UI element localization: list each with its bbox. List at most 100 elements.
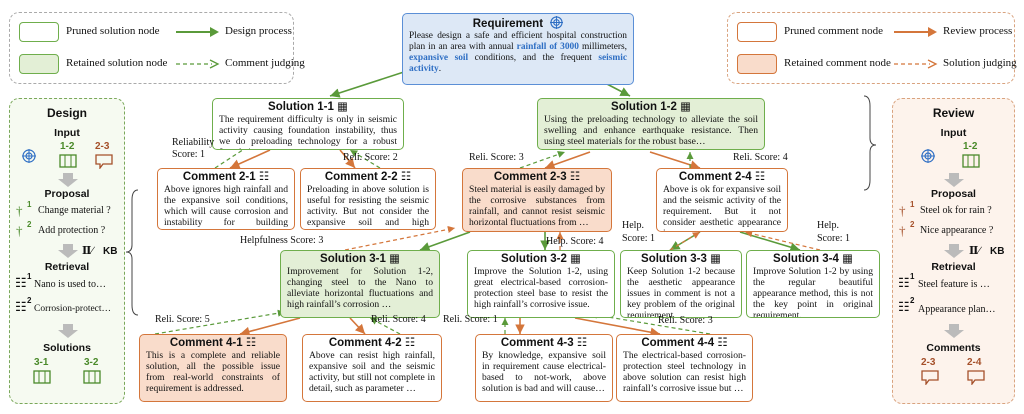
legend-pruned-solution-swatch <box>19 22 59 42</box>
comment-text: Above is ok for expansive soil and the s… <box>663 184 781 231</box>
review-proposal-1: Steel ok for rain ? <box>920 205 992 216</box>
judge-c22-s11 <box>349 149 381 169</box>
edge-c23-s31 <box>419 231 471 252</box>
highlight-seismic: seismic activity <box>409 53 627 74</box>
comment-icon: ☷ <box>400 171 412 183</box>
books-icon: Ⅱ∕ <box>969 245 981 257</box>
review-proposal-num-1: 1 <box>910 200 915 209</box>
edge-s11-c21 <box>229 149 271 169</box>
legend-retained-solution-swatch <box>19 54 59 74</box>
comment-title: Comment 2-2 <box>324 171 398 183</box>
design-retrieval-label: Retrieval <box>44 261 90 273</box>
solution-title: Solution 1-2 <box>611 101 677 113</box>
solution-text: Improve Solution 1-2 by using the regula… <box>753 266 873 318</box>
down-arrow-icon <box>58 244 78 258</box>
review-retrieval-1: Steel feature is … <box>918 279 990 290</box>
score-label: Reli. Score: 4 <box>371 314 426 325</box>
comment-node-2-1: Comment 2-1 ☷ Above ignores high rainfal… <box>157 168 295 230</box>
solution-title: Solution 3-3 <box>641 253 707 265</box>
map-icon <box>33 370 51 384</box>
down-arrow-icon <box>944 173 964 187</box>
design-kb-label: KB <box>103 246 118 257</box>
comment-node-2-3: Comment 2-3 ☷ Steel material is easily d… <box>462 168 612 232</box>
down-arrow-icon <box>944 324 964 338</box>
score-label: Reli. Score: 3 <box>469 152 524 163</box>
score-label: Help. Score: 4 <box>546 236 604 247</box>
comment-title: Comment 4-1 <box>169 337 243 349</box>
solution-title: Solution 3-2 <box>501 253 567 265</box>
down-arrow-icon <box>58 324 78 338</box>
target-icon <box>921 149 935 163</box>
review-output-label-1: 2-3 <box>921 357 936 368</box>
comment-text: Steel material is easily damaged by the … <box>469 184 605 229</box>
map-icon: ▦ <box>570 253 581 265</box>
review-retrieval-2: Appearance plan… <box>918 304 996 315</box>
comment-node-2-2: Comment 2-2 ☷ Preloading in above soluti… <box>300 168 436 230</box>
design-retrieval-num-2: 2 <box>27 296 32 305</box>
legend-solution-judging-arrow-icon <box>894 59 938 69</box>
requirement-title: Requirement <box>472 18 544 30</box>
sjudge-s31-c23 <box>344 225 456 251</box>
edge-s12-c24 <box>649 151 701 170</box>
review-retrieval-num-2: 2 <box>910 296 915 305</box>
comment-icon: ☷ <box>404 337 416 349</box>
comment-title: Comment 2-3 <box>493 171 567 183</box>
design-input-solution-label: 1-2 <box>60 141 75 152</box>
solution-title: Solution 3-4 <box>773 253 839 265</box>
solution-text: Improve the Solution 1-2, using great el… <box>474 266 608 311</box>
solution-title: Solution 1-1 <box>268 101 334 113</box>
down-arrow-icon <box>58 173 78 187</box>
score-label: Reliability <box>172 137 215 148</box>
comment-text: Above can resist high rainfall, expansiv… <box>309 350 435 395</box>
edge-s12-c23 <box>544 151 591 170</box>
legend-retained-comment-label: Retained comment node <box>784 57 891 69</box>
signpost-icon: † <box>16 223 23 238</box>
requirement-text: Please design a safe and efficient hospi… <box>409 31 627 74</box>
comment-text: By knowledge, expansive soil in requirem… <box>482 350 606 395</box>
comment-icon <box>95 154 113 169</box>
requirement-node: Requirement Please design a safe and eff… <box>402 13 634 85</box>
legend-design-process-label: Design process <box>225 25 292 37</box>
solution-node-1-1: Solution 1-1 ▦ The requirement difficult… <box>212 98 404 150</box>
solution-title: Solution 3-1 <box>320 253 386 265</box>
comment-node-4-2: Comment 4-2 ☷ Above can resist high rain… <box>302 334 442 402</box>
signpost-icon: † <box>899 203 906 218</box>
map-icon: ▦ <box>842 253 853 265</box>
score-label: Reli. Score: 5 <box>155 314 210 325</box>
score-label: Help. <box>817 220 839 231</box>
legend-retained-solution-label: Retained solution node <box>66 57 168 69</box>
solution-text: The requirement difficulty is only in se… <box>219 114 397 149</box>
score-label: Help. <box>622 220 644 231</box>
legend-right: Pruned comment node Retained comment nod… <box>727 12 1017 84</box>
review-output-label-2: 2-4 <box>967 357 982 368</box>
design-input-comment-label: 2-3 <box>95 141 110 152</box>
legend-left: Pruned solution node Retained solution n… <box>9 12 305 84</box>
comment-text: The electrical-based corrosion-protectio… <box>623 350 746 395</box>
review-retrieval-label: Retrieval <box>931 261 976 273</box>
legend-pruned-comment-swatch <box>737 22 777 42</box>
review-input-solution-label: 1-2 <box>963 141 978 152</box>
comment-node-2-4: Comment 2-4 ☷ Above is ok for expansive … <box>656 168 788 232</box>
comment-icon: ☷ <box>569 171 581 183</box>
comment-title: Comment 2-4 <box>678 171 752 183</box>
edge-s31-c41 <box>239 317 301 337</box>
design-proposal-1: Change material ? <box>38 205 111 216</box>
review-proposal-2: Nice appearance ? <box>920 225 994 236</box>
solution-node-3-2: Solution 3-2 ▦ Improve the Solution 1-2,… <box>467 250 615 318</box>
brace-review <box>863 95 877 191</box>
document-icon: ☷ <box>15 299 27 314</box>
map-icon <box>962 154 980 168</box>
sjudge-s33-c24 <box>669 231 701 251</box>
comment-icon: ☷ <box>754 171 766 183</box>
comment-icon <box>921 370 939 385</box>
map-icon: ▦ <box>710 253 721 265</box>
document-icon: ☷ <box>898 275 910 290</box>
edge-c24-s34 <box>739 231 801 252</box>
solution-text: Using the preloading technology to allev… <box>544 114 758 148</box>
comment-node-4-1: Comment 4-1 ☷ This is a complete and rel… <box>139 334 287 402</box>
legend-comment-judging-label: Comment judging <box>225 57 305 69</box>
document-icon: ☷ <box>15 275 27 290</box>
map-icon <box>59 154 77 168</box>
comment-title: Comment 2-1 <box>182 171 256 183</box>
legend-retained-comment-swatch <box>737 54 777 74</box>
